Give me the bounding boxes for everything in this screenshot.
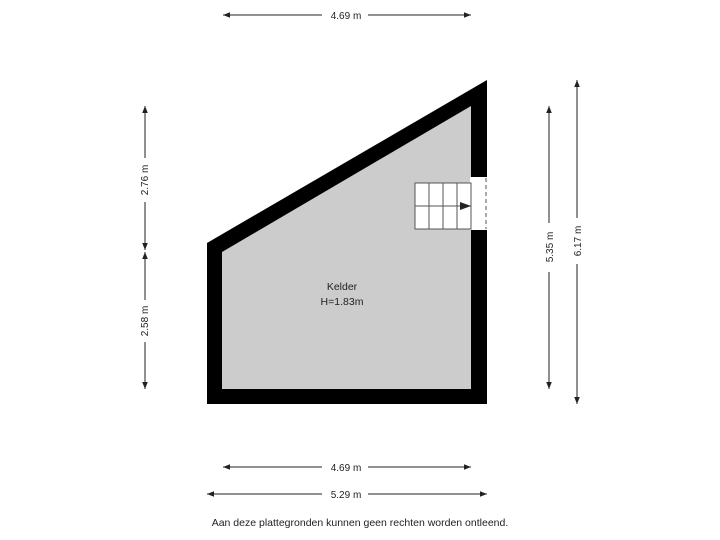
stairs-direction-arrow-icon — [460, 202, 471, 210]
dimension-label: 4.69 m — [331, 463, 362, 474]
dimension-bottom-outer-width: 5.29 m — [207, 490, 487, 501]
dimension-label: 5.29 m — [331, 490, 362, 501]
dimension-top-width: 4.69 m — [223, 11, 471, 22]
dimension-label: 5.35 m — [545, 232, 556, 263]
dimension-bottom-inner-width: 4.69 m — [223, 463, 471, 474]
dimension-left-lower: 2.58 m — [140, 252, 151, 389]
dimension-left-upper: 2.76 m — [140, 106, 151, 250]
dimension-label: 6.17 m — [573, 226, 584, 257]
dimension-label: 4.69 m — [331, 11, 362, 22]
stairs — [414, 182, 472, 230]
door-opening — [470, 177, 488, 230]
dimension-right-inner: 5.35 m — [545, 106, 556, 389]
disclaimer-text: Aan deze plattegronden kunnen geen recht… — [211, 517, 509, 529]
dimension-label: 2.76 m — [140, 165, 151, 196]
room-name: Kelder — [327, 281, 358, 293]
floor-area — [222, 106, 471, 389]
dimension-right-outer: 6.17 m — [573, 80, 584, 404]
dimension-label: 2.58 m — [140, 306, 151, 337]
room-height: H=1.83m — [321, 296, 364, 308]
